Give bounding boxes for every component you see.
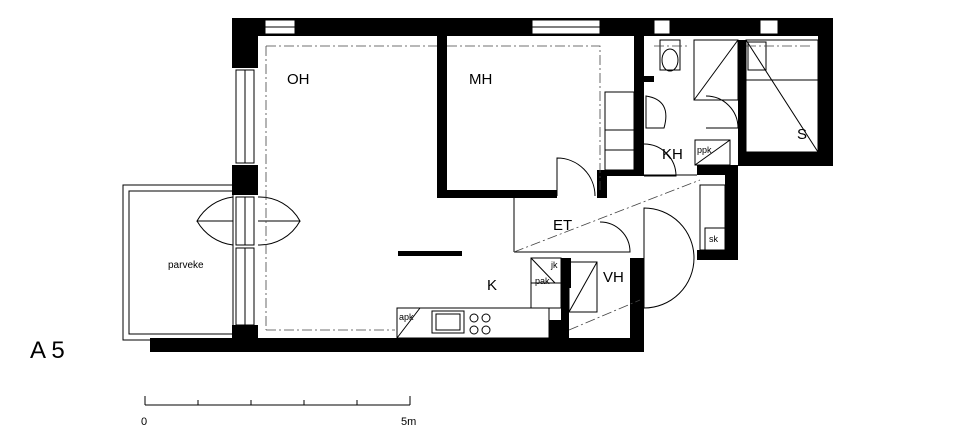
- scale-bar: [144, 396, 411, 406]
- room-label-k: K: [487, 277, 497, 294]
- room-label-kh: KH: [662, 146, 683, 163]
- scale-start-label: 0: [141, 416, 147, 428]
- room-label-et: ET: [553, 217, 572, 234]
- room-label-parveke: parveke: [168, 260, 204, 271]
- fixture-label-ppk: ppk: [697, 145, 712, 155]
- dash-lines: [265, 45, 812, 331]
- windows: [235, 19, 779, 326]
- interior-walls: [398, 36, 654, 352]
- room-label-s: S: [797, 126, 807, 143]
- room-label-mh: MH: [469, 71, 492, 88]
- doors: [196, 95, 739, 309]
- fixture-label-sk: sk: [709, 234, 719, 244]
- fixture-label-jk: jk: [550, 260, 558, 270]
- fixture-label-pak: pak: [535, 276, 550, 286]
- room-label-oh: OH: [287, 71, 310, 88]
- exterior-walls: [150, 18, 833, 352]
- scale-end-label: 5m: [401, 416, 416, 428]
- apartment-code: A 5: [30, 337, 65, 364]
- fixture-label-apk: apk: [399, 312, 414, 322]
- room-label-vh: VH: [603, 269, 624, 286]
- fixtures-outline: [396, 39, 819, 339]
